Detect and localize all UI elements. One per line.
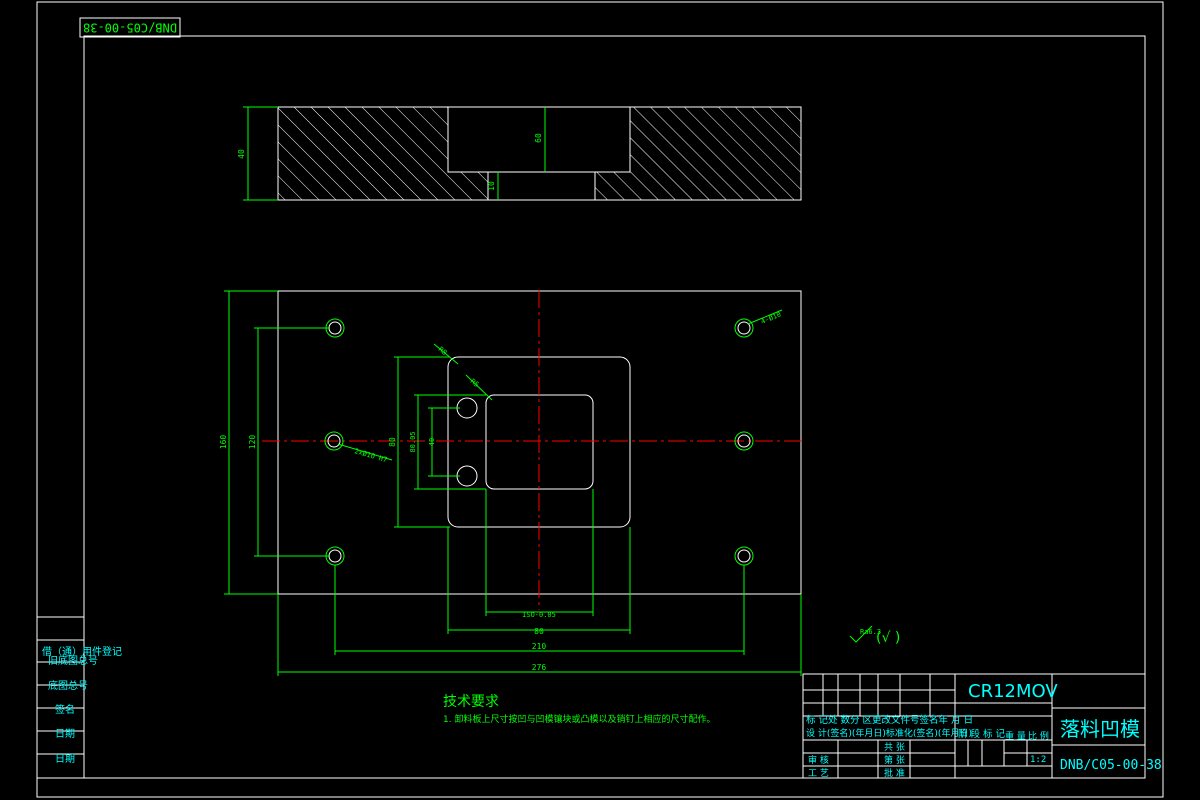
dim-section-height: 40 [237, 149, 246, 159]
stamp-row-date-b: 日期 [55, 753, 75, 765]
left-stamp-column: 借（通）用件登记 旧底图总号 底图总号 签名 日期 日期 [36, 616, 122, 779]
leader-radius-b [465, 374, 493, 401]
dim-outer-height: 160 [219, 435, 228, 450]
process-label: 工 艺 [808, 768, 829, 779]
dim-pin-spacing: 40 [428, 438, 436, 446]
corner-code: DNB/C05-00-38 [83, 21, 177, 35]
review-label: 审 核 [808, 754, 829, 766]
leader-radius-a [433, 343, 459, 365]
dim-radius-b: R5 [469, 377, 481, 389]
part-name: 落料凹模 [1060, 717, 1140, 741]
approve-label: 批 准 [884, 767, 905, 779]
stamp-row-borrowed: 借（通）用件登记 [42, 645, 122, 658]
screw-hole [734, 318, 754, 338]
dowel-hole [734, 431, 754, 451]
section-view: 40 60 10 [237, 106, 802, 201]
weight-label: 重 量 [1005, 730, 1026, 742]
count-label: 共 张 [884, 742, 905, 753]
dim-hole-spacing: 210 [532, 642, 547, 651]
surface-finish-suffix: (√ ) [876, 630, 900, 646]
section-hatch-right [630, 107, 801, 200]
leader-hole-callout-b [337, 443, 393, 461]
scale-value: 1:2 [1030, 755, 1046, 765]
sheet-label: 第 张 [884, 754, 905, 766]
dim-hole-height: 120 [248, 435, 257, 450]
drawing-number: DNB/C05-00-38 [1060, 758, 1162, 773]
dim-slot-width: ISO-0.05 [522, 611, 556, 619]
tech-requirements-title: 技术要求 [443, 694, 499, 710]
stage-mark-label: 阶 段 标 记 [958, 728, 1006, 740]
corner-code-box [79, 17, 181, 38]
stamp-row-old-drawing: 旧底图总号 [48, 654, 98, 667]
stamp-row-date-a: 日期 [55, 728, 75, 740]
dim-overall-width: 276 [532, 663, 547, 672]
dim-opening-height: 80 [388, 437, 397, 447]
surface-finish-symbol: Ra6.3 (√ ) [849, 625, 900, 646]
dim-cavity-depth: 60 [534, 133, 543, 143]
stamp-row-signature: 签名 [55, 703, 75, 716]
dim-opening-width: 80 [534, 627, 544, 636]
section-hatch-bottom-left [448, 172, 488, 200]
section-hatch-left [278, 107, 448, 200]
row-design-record: 设 计(签名)(年月日)标准化(签名)(年月日) [806, 727, 972, 739]
hole-callout-b: 2xØ10 H7 [353, 447, 388, 464]
screw-hole [734, 546, 754, 566]
tech-requirements-item: 1. 卸料板上尺寸按凹与凹模镶块或凸模以及销钉上相应的尺寸配作。 [443, 713, 715, 725]
hole-callout-a: 4-Ø10 [760, 311, 783, 326]
stamp-row-drawing-no: 底图总号 [48, 679, 88, 692]
leader-hole-callout-a [747, 309, 783, 325]
section-slot [487, 171, 596, 200]
surface-finish-value: Ra6.3 [860, 628, 881, 636]
dim-radius-a: R8 [437, 345, 449, 357]
dowel-hole [324, 431, 344, 451]
section-hatch-bottom-right [595, 172, 630, 200]
sheet-outer-border [36, 1, 1164, 798]
title-block: CR12MOV 落料凹模 DNB/C05-00-38 标 记处 数分 区更改文件… [802, 673, 1162, 779]
material: CR12MOV [968, 681, 1058, 702]
sheet-inner-frame [83, 35, 1146, 779]
row-change-record: 标 记处 数分 区更改文件号签名年 月 日 [806, 714, 973, 726]
plan-view: 160 120 80 80.05 40 ISO-0.05 80 210 [219, 290, 802, 676]
dim-slot-height: 80.05 [409, 431, 417, 452]
dim-slot-depth: 10 [487, 181, 496, 191]
section-outline [277, 106, 802, 201]
scale-label: 比 例 [1028, 730, 1049, 742]
